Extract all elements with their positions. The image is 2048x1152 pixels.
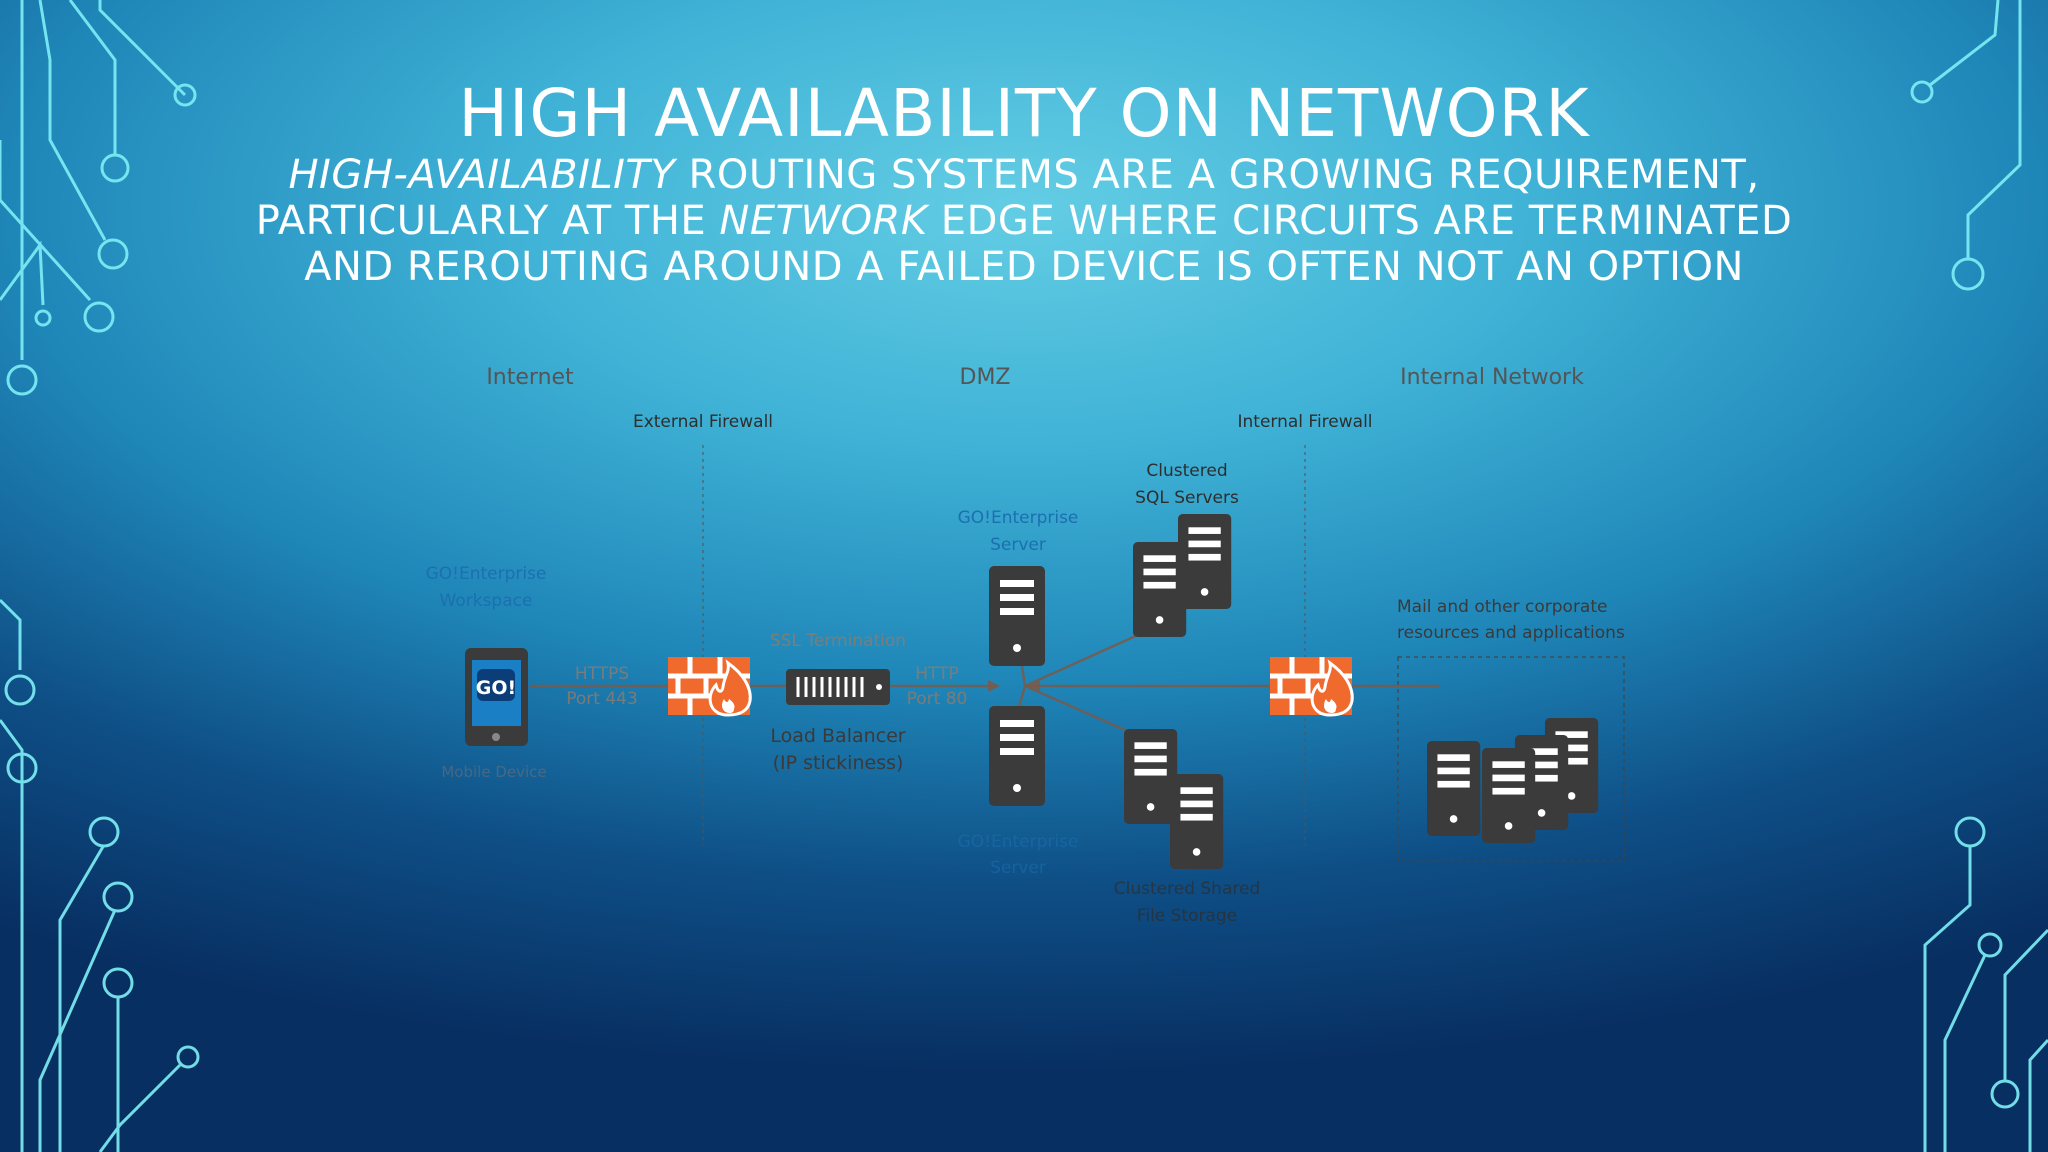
subtitle-emphasis-network: NETWORK [719, 198, 928, 244]
http-label-line-1: HTTP [915, 664, 959, 684]
zone-label-internal-network: Internal Network [1400, 365, 1584, 390]
http-label-line-2: Port 80 [907, 689, 968, 709]
slide-subtitle: HIGH-AVAILABILITY ROUTING SYSTEMS ARE A … [200, 152, 1848, 290]
server-top-label-line-1: GO!Enterprise [958, 508, 1079, 528]
subtitle-line-2-rest: EDGE WHERE CIRCUITS ARE TERMINATED [927, 198, 1793, 244]
internal-firewall-icon [1270, 657, 1352, 715]
external-firewall-icon [668, 657, 750, 715]
goenterprise-server-top-icon [989, 566, 1045, 666]
file-storage-front-icon [1170, 774, 1224, 869]
subtitle-line-2: PARTICULARLY AT THE NETWORK EDGE WHERE C… [200, 198, 1848, 244]
subtitle-line-1: HIGH-AVAILABILITY ROUTING SYSTEMS ARE A … [200, 152, 1848, 198]
mobile-device-label: Mobile Device [441, 763, 546, 781]
goenterprise-server-bottom-icon [989, 706, 1045, 806]
subtitle-line-3: AND REROUTING AROUND A FAILED DEVICE IS … [304, 244, 1744, 290]
mail-resources-label-line-2: resources and applications [1397, 623, 1625, 643]
slide-title: HIGH AVAILABILITY ON NETWORK [458, 75, 1590, 152]
server-bottom-label-line-2: Server [990, 858, 1046, 878]
subtitle-emphasis-high-availability: HIGH-AVAILABILITY [288, 152, 676, 198]
workspace-label-line-2: Workspace [440, 591, 533, 611]
mail-resources-label-line-1: Mail and other corporate [1397, 597, 1607, 617]
workspace-label-line-1: GO!Enterprise [426, 564, 547, 584]
external-firewall-label: External Firewall [633, 412, 773, 432]
corporate-resources-boundary [1397, 656, 1625, 862]
load-balancer-label-line-1: Load Balancer [770, 725, 905, 747]
load-balancer-icon [786, 669, 890, 705]
file-storage-label-line-2: File Storage [1137, 906, 1237, 926]
zone-label-dmz: DMZ [960, 365, 1011, 390]
ssl-termination-label: SSL Termination [770, 631, 906, 651]
corporate-server-1-icon [1427, 741, 1481, 836]
zone-label-internet: Internet [486, 365, 574, 390]
go-badge-text: GO! [476, 677, 516, 699]
sql-label-line-1: Clustered [1146, 461, 1227, 481]
sql-label-line-2: SQL Servers [1135, 488, 1239, 508]
subtitle-line-2-pre: PARTICULARLY AT THE [255, 198, 720, 244]
https-label-line-2: Port 443 [566, 689, 638, 709]
corporate-server-2-icon [1482, 748, 1536, 843]
file-storage-label-line-1: Clustered Shared [1114, 879, 1260, 899]
server-top-label-line-2: Server [990, 535, 1046, 555]
https-label-line-1: HTTPS [575, 664, 629, 684]
load-balancer-label-line-2: (IP stickiness) [773, 752, 904, 774]
mobile-device-icon [465, 648, 528, 746]
subtitle-line-1-text: ROUTING SYSTEMS ARE A GROWING REQUIREMEN… [675, 152, 1760, 198]
sql-server-front-icon [1133, 542, 1187, 637]
internal-firewall-label: Internal Firewall [1237, 412, 1372, 432]
file-storage-back-icon [1124, 729, 1178, 824]
server-bottom-label-line-1: GO!Enterprise [958, 832, 1079, 852]
